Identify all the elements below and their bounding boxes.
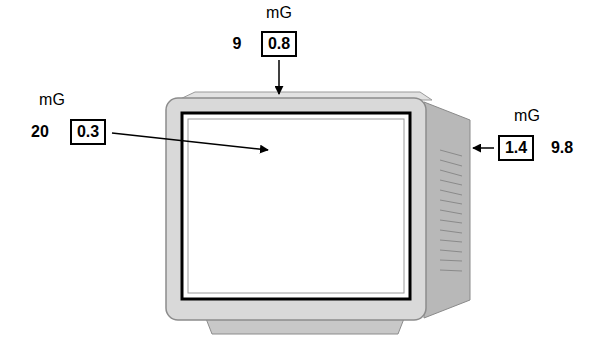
unit-label: mG bbox=[266, 4, 292, 22]
reading-value: 0.8 bbox=[268, 35, 290, 53]
reading-number: 20 bbox=[31, 123, 49, 141]
unit-label: mG bbox=[514, 107, 540, 125]
leader-arrow bbox=[473, 147, 494, 149]
reading-box: 1.4 bbox=[498, 135, 534, 161]
leader-arrow bbox=[278, 60, 280, 94]
reading-value: 1.4 bbox=[505, 139, 527, 157]
reading-number: 9 bbox=[233, 35, 242, 53]
unit-label: mG bbox=[39, 91, 65, 109]
reading-box: 0.3 bbox=[70, 119, 106, 145]
reading-box: 0.8 bbox=[261, 31, 297, 57]
reading-number: 9.8 bbox=[551, 139, 573, 157]
leader-arrow bbox=[112, 133, 268, 150]
monitor-bezel bbox=[166, 98, 426, 320]
monitor-side bbox=[424, 102, 470, 318]
reading-value: 0.3 bbox=[77, 123, 99, 141]
vents bbox=[440, 150, 462, 271]
monitor-screen bbox=[182, 113, 410, 299]
